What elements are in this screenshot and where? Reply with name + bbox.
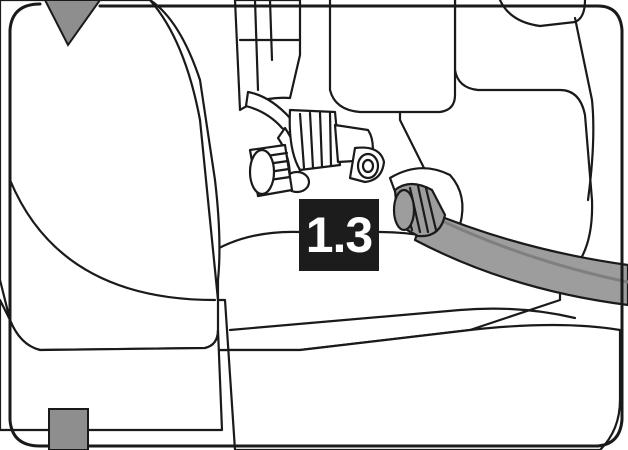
step-label: 1.3 [299, 199, 379, 271]
housing-inner-panel [328, 0, 457, 114]
tab-marker-icon [48, 408, 89, 450]
base-ledge [228, 307, 577, 332]
quick-coupler [288, 108, 386, 184]
threaded-nut [248, 143, 294, 198]
hose-shade [438, 218, 628, 284]
down-arrow-marker-icon [43, 0, 102, 47]
left-casing-edge [148, 0, 220, 302]
left-casing-front [0, 298, 224, 432]
center-body-detail [238, 0, 302, 92]
housing-side-edge [573, 16, 595, 202]
hose-connector [392, 182, 447, 238]
left-casing [0, 0, 221, 352]
housing-top-recess [498, 0, 587, 28]
left-casing-seam [8, 178, 217, 302]
center-body [233, 0, 302, 112]
frame-outline [8, 2, 624, 448]
